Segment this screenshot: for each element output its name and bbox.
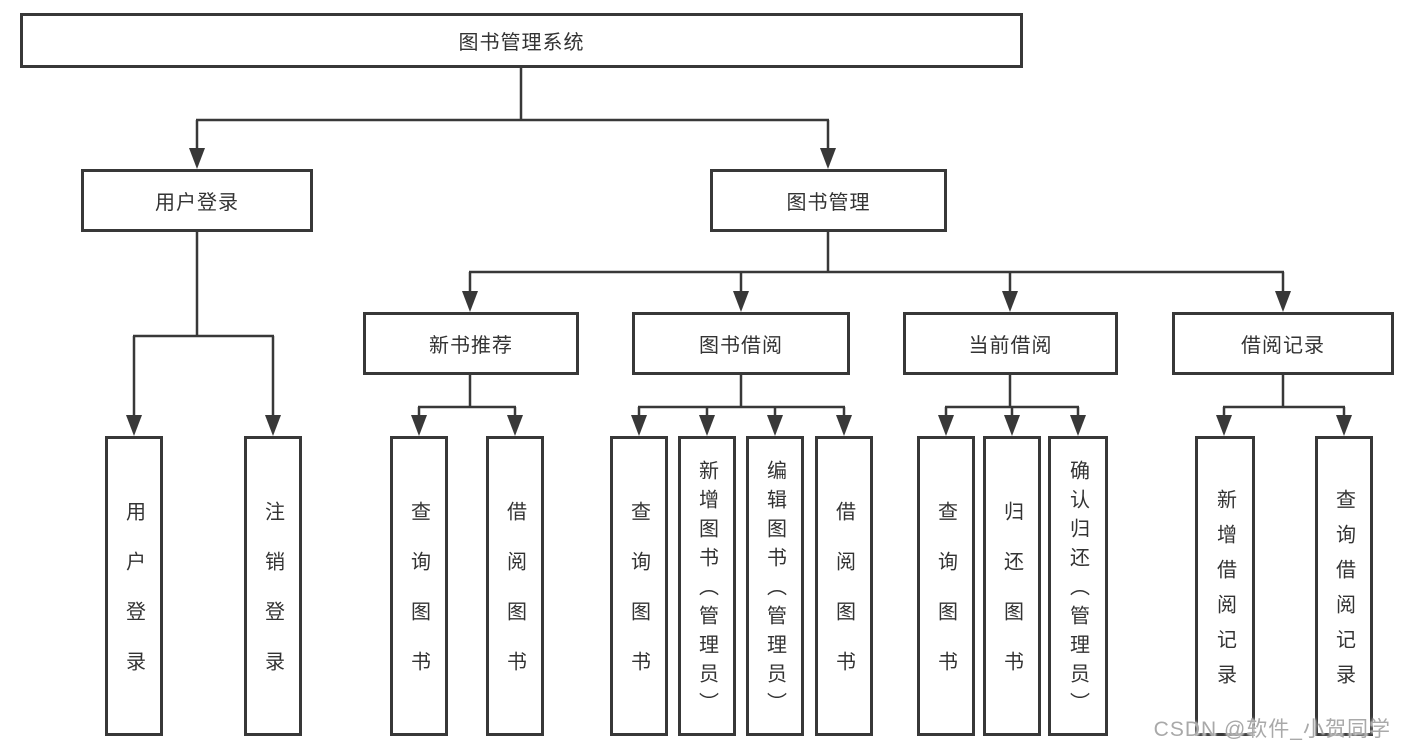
node-label: 注销登录 [261, 501, 284, 701]
node-label: 新增图书（管理员） [695, 460, 718, 721]
leaf-add-borrow-record: 新增借阅记录 [1195, 436, 1255, 736]
node-label: 查询图书 [934, 501, 957, 701]
node-new-book-recommend: 新书推荐 [363, 312, 579, 375]
node-label: 图书管理 [786, 192, 871, 214]
node-label: 查询借阅记录 [1332, 488, 1355, 699]
node-label: 编辑图书（管理员） [763, 460, 786, 721]
arrowhead-icons [126, 148, 1352, 436]
leaf-query-books-borrow: 查询图书 [610, 436, 668, 736]
tree-edges [132, 68, 1346, 417]
leaf-edit-books-admin: 编辑图书（管理员） [746, 436, 804, 736]
node-label: 当前借阅 [968, 335, 1053, 357]
leaf-borrow-books: 借阅图书 [815, 436, 873, 736]
leaf-add-books-admin: 新增图书（管理员） [678, 436, 736, 736]
leaf-return-books: 归还图书 [983, 436, 1041, 736]
node-borrow-records: 借阅记录 [1172, 312, 1394, 375]
node-label: 借阅图书 [503, 501, 526, 701]
node-label: 确认归还（管理员） [1066, 460, 1089, 721]
node-label: 图书管理系统 [458, 32, 585, 54]
leaf-query-books-recommend: 查询图书 [390, 436, 448, 736]
node-label: 借阅记录 [1241, 335, 1325, 357]
leaf-user-login: 用户登录 [105, 436, 163, 736]
node-label: 新书推荐 [429, 335, 513, 357]
node-label: 查询图书 [407, 501, 430, 701]
node-label: 新增借阅记录 [1213, 488, 1236, 699]
leaf-query-borrow-record: 查询借阅记录 [1315, 436, 1373, 736]
leaf-borrow-books-recommend: 借阅图书 [486, 436, 544, 736]
csdn-watermark: CSDN @软件_小贺同学 [1153, 718, 1391, 741]
node-label: 用户登录 [155, 192, 239, 214]
node-label: 借阅图书 [832, 501, 855, 701]
leaf-confirm-return-admin: 确认归还（管理员） [1048, 436, 1108, 736]
node-root-system: 图书管理系统 [20, 13, 1023, 68]
node-label: 查询图书 [627, 501, 650, 701]
leaf-logout: 注销登录 [244, 436, 302, 736]
node-current-borrow: 当前借阅 [903, 312, 1118, 375]
node-book-borrow: 图书借阅 [632, 312, 850, 375]
leaf-query-books-current: 查询图书 [917, 436, 975, 736]
node-book-management: 图书管理 [710, 169, 947, 232]
node-label: 用户登录 [122, 501, 145, 701]
node-label: 归还图书 [1000, 501, 1023, 701]
node-user-login-branch: 用户登录 [81, 169, 313, 232]
node-label: 图书借阅 [699, 335, 783, 357]
